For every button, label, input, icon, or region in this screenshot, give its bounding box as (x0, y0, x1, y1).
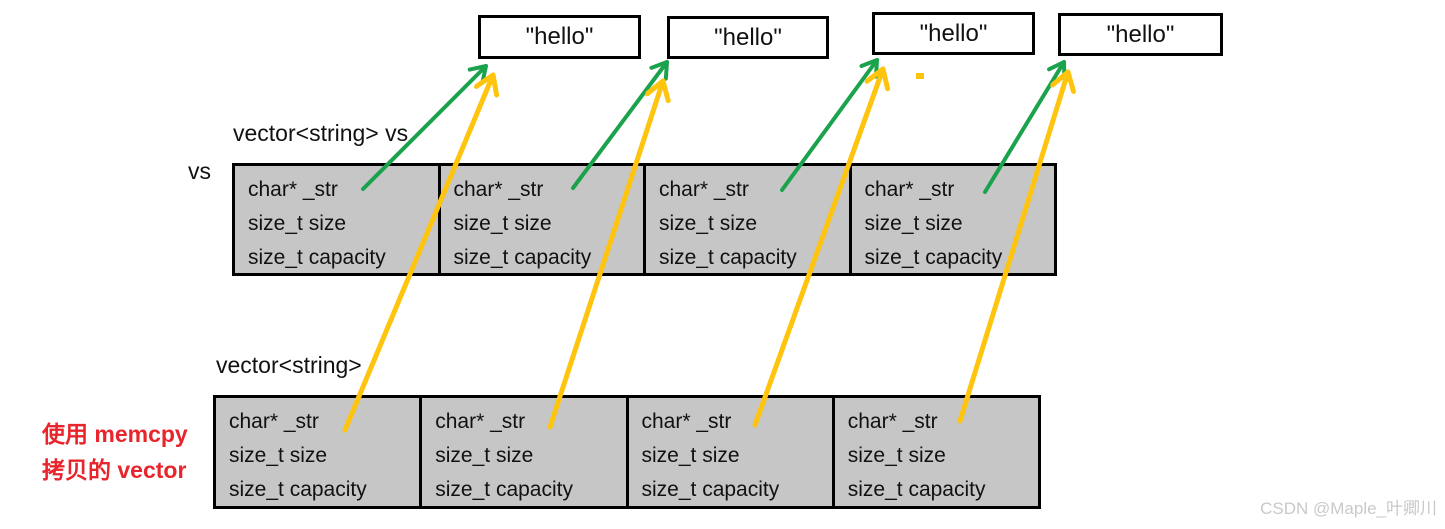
member-size: size_t size (453, 212, 552, 235)
hello-string-box-2: "hello" (667, 16, 829, 59)
hello-string-label: "hello" (525, 23, 594, 50)
member-capacity: size_t capacity (248, 246, 386, 269)
member-capacity: size_t capacity (453, 246, 592, 269)
memcpy-annotation-line1: 使用 memcpy (42, 421, 188, 447)
member-capacity: size_t capacity (229, 478, 367, 501)
member-str: char* _str (453, 178, 544, 201)
member-size: size_t size (659, 212, 758, 235)
hello-string-label: "hello" (714, 23, 782, 51)
hello-string-label: "hello" (1106, 20, 1175, 48)
string-object-cell: char* _str size_t size size_t capacity (629, 398, 835, 506)
member-capacity: size_t capacity (435, 478, 573, 501)
vs-vector-row: char* _str size_t size size_t capacity c… (232, 163, 1057, 276)
member-size: size_t size (229, 444, 328, 467)
member-capacity: size_t capacity (659, 246, 797, 269)
yellow-dot-mark (916, 73, 924, 79)
memcpy-row-title: vector<string> (216, 352, 362, 378)
member-str: char* _str (847, 410, 938, 433)
member-size: size_t size (847, 444, 946, 467)
vs-row-title: vector<string> vs (233, 120, 409, 146)
hello-string-box-1: "hello" (478, 15, 641, 59)
member-capacity: size_t capacity (864, 246, 1003, 269)
member-size: size_t size (435, 444, 534, 467)
string-object-cell: char* _str size_t size size_t capacity (441, 166, 646, 273)
string-object-cell: char* _str size_t size size_t capacity (852, 166, 1055, 273)
member-size: size_t size (248, 212, 347, 235)
memcpy-vector-row: char* _str size_t size size_t capacity c… (213, 395, 1041, 509)
member-str: char* _str (248, 178, 338, 201)
string-object-cell: char* _str size_t size size_t capacity (422, 398, 629, 506)
string-object-cell: char* _str size_t size size_t capacity (216, 398, 423, 506)
string-object-cell: char* _str size_t size size_t capacity (235, 166, 441, 273)
member-capacity: size_t capacity (641, 478, 780, 501)
member-size: size_t size (641, 444, 740, 467)
member-str: char* _str (229, 410, 319, 433)
hello-string-box-3: "hello" (872, 12, 1035, 55)
string-object-cell: char* _str size_t size size_t capacity (646, 166, 852, 273)
hello-string-box-4: "hello" (1058, 13, 1223, 56)
member-capacity: size_t capacity (847, 478, 986, 501)
member-str: char* _str (641, 410, 732, 433)
vs-side-label: vs (188, 158, 211, 184)
memcpy-annotation-line2: 拷贝的 vector (42, 457, 187, 483)
member-str: char* _str (659, 178, 749, 201)
string-object-cell: char* _str size_t size size_t capacity (835, 398, 1038, 506)
member-str: char* _str (435, 410, 526, 433)
member-size: size_t size (864, 212, 963, 235)
memcpy-annotation: 使用 memcpy 拷贝的 vector (42, 416, 188, 488)
hello-string-label: "hello" (919, 19, 988, 47)
csdn-watermark: CSDN @Maple_叶卿川 (1260, 499, 1437, 518)
member-str: char* _str (864, 178, 955, 201)
